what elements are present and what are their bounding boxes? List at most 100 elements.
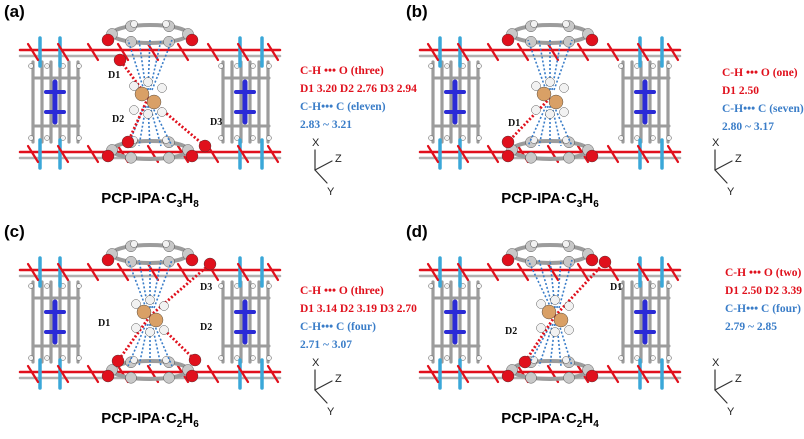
hydrogen-atom bbox=[130, 20, 138, 28]
hydrogen-atom bbox=[130, 240, 138, 248]
carboxylate-bond bbox=[86, 364, 100, 384]
oxygen-atom bbox=[501, 135, 515, 149]
carboxylate-bond bbox=[456, 262, 470, 282]
carbon-atom bbox=[525, 256, 537, 268]
carboxylate-bond bbox=[26, 42, 40, 62]
interaction-info: C-H ••• O (three) D1 3.20 D2 2.76 D3 2.9… bbox=[300, 62, 417, 134]
hydrogen-atom bbox=[444, 355, 450, 361]
carboxylate-bond bbox=[666, 262, 680, 282]
hydrogen-atom bbox=[266, 63, 272, 69]
hydrogen-atom bbox=[476, 135, 482, 141]
oxygen-atom bbox=[501, 149, 515, 163]
ch-o-values: D1 2.50 D2 3.39 bbox=[725, 285, 802, 297]
carboxylate-bond bbox=[546, 262, 560, 282]
hydrogen-atom bbox=[250, 135, 256, 141]
hydrogen-atom bbox=[250, 63, 256, 69]
carboxylate-bond bbox=[26, 364, 40, 384]
hydrogen-atom bbox=[162, 356, 170, 364]
carboxylate-bond bbox=[56, 364, 70, 384]
carboxylate-bond bbox=[56, 262, 70, 282]
guest-carbon-atom bbox=[134, 86, 150, 102]
hydrogen-atom bbox=[218, 355, 224, 361]
hydrogen-atom bbox=[444, 135, 450, 141]
carboxylate-bond bbox=[576, 262, 590, 282]
hydrogen-atom bbox=[162, 136, 170, 144]
oxygen-atom bbox=[598, 255, 612, 269]
hydrogen-atom bbox=[618, 355, 624, 361]
y-axis-arrow bbox=[314, 169, 328, 184]
ch-c-range: 2.83 ~ 3.21 bbox=[300, 119, 352, 131]
carboxylate-bond bbox=[266, 364, 280, 384]
ch-c-contact bbox=[127, 259, 147, 309]
carboxylate-bond bbox=[606, 42, 620, 62]
hydrogen-atom bbox=[460, 135, 466, 141]
hydrogen-atom bbox=[218, 135, 224, 141]
guest-hydrogen-atom bbox=[564, 301, 574, 311]
carboxylate-bond bbox=[426, 42, 440, 62]
distance-label: D2 bbox=[112, 114, 124, 125]
carboxylate-bond bbox=[636, 262, 650, 282]
ch-o-values: D1 3.14 D2 3.19 D3 2.70 bbox=[300, 303, 417, 315]
carboxylate-bond bbox=[206, 42, 220, 62]
hydrogen-atom bbox=[250, 283, 256, 289]
carboxylate-bond bbox=[486, 262, 500, 282]
carboxylate-bond bbox=[206, 364, 220, 384]
carboxylate-bond bbox=[426, 262, 440, 282]
hydrogen-atom bbox=[44, 63, 50, 69]
hydrogen-atom bbox=[234, 135, 240, 141]
carbon-atom bbox=[525, 372, 537, 384]
oxygen-atom bbox=[185, 149, 199, 163]
ch-c-range: 2.71 ~ 3.07 bbox=[300, 339, 352, 351]
z-axis-label: Z bbox=[735, 153, 742, 165]
hydrogen-atom bbox=[650, 63, 656, 69]
carboxylate-bond bbox=[456, 144, 470, 164]
carbon-atom bbox=[163, 256, 175, 268]
oxygen-atom bbox=[185, 369, 199, 383]
guest-hydrogen-atom bbox=[564, 325, 574, 335]
guest-hydrogen-atom bbox=[129, 105, 139, 115]
hydrogen-atom bbox=[218, 283, 224, 289]
carbon-atom bbox=[163, 152, 175, 164]
oxygen-atom bbox=[585, 33, 599, 47]
hydrogen-atom bbox=[130, 356, 138, 364]
hydrogen-atom bbox=[266, 135, 272, 141]
carboxylate-bond bbox=[486, 364, 500, 384]
ch-o-contact bbox=[116, 315, 152, 362]
carboxylate-bond bbox=[666, 364, 680, 384]
hydrogen-atom bbox=[444, 63, 450, 69]
hydrogen-atom bbox=[618, 283, 624, 289]
y-axis-arrow bbox=[714, 169, 728, 184]
carbon-atom bbox=[125, 372, 137, 384]
hydrogen-atom bbox=[666, 283, 672, 289]
hydrogen-atom bbox=[618, 135, 624, 141]
carbon-atom bbox=[163, 36, 175, 48]
oxygen-atom bbox=[501, 369, 515, 383]
hydrogen-atom bbox=[476, 283, 482, 289]
hydrogen-atom bbox=[60, 355, 66, 361]
oxygen-atom bbox=[113, 53, 127, 67]
hydrogen-atom bbox=[76, 355, 82, 361]
hydrogen-atom bbox=[234, 355, 240, 361]
hydrogen-atom bbox=[650, 355, 656, 361]
guest-carbon-atom bbox=[541, 304, 557, 320]
interaction-info: C-H ••• O (three) D1 3.14 D2 3.19 D3 2.7… bbox=[300, 282, 417, 354]
ch-c-title: C-H••• C (four) bbox=[300, 321, 376, 333]
hydrogen-atom bbox=[218, 63, 224, 69]
ch-o-title: C-H ••• O (one) bbox=[722, 67, 798, 79]
distance-label: D1 bbox=[98, 318, 110, 329]
oxygen-atom bbox=[101, 33, 115, 47]
ch-c-contact bbox=[556, 323, 562, 367]
distance-label: D1 bbox=[108, 70, 120, 81]
carboxylate-bond bbox=[86, 144, 100, 164]
distance-label: D1 bbox=[508, 118, 520, 129]
hydrogen-atom bbox=[28, 355, 34, 361]
oxygen-atom bbox=[501, 33, 515, 47]
oxygen-atom bbox=[203, 257, 217, 271]
carboxylate-bond bbox=[456, 42, 470, 62]
oxygen-atom bbox=[101, 369, 115, 383]
carbon-atom bbox=[563, 372, 575, 384]
